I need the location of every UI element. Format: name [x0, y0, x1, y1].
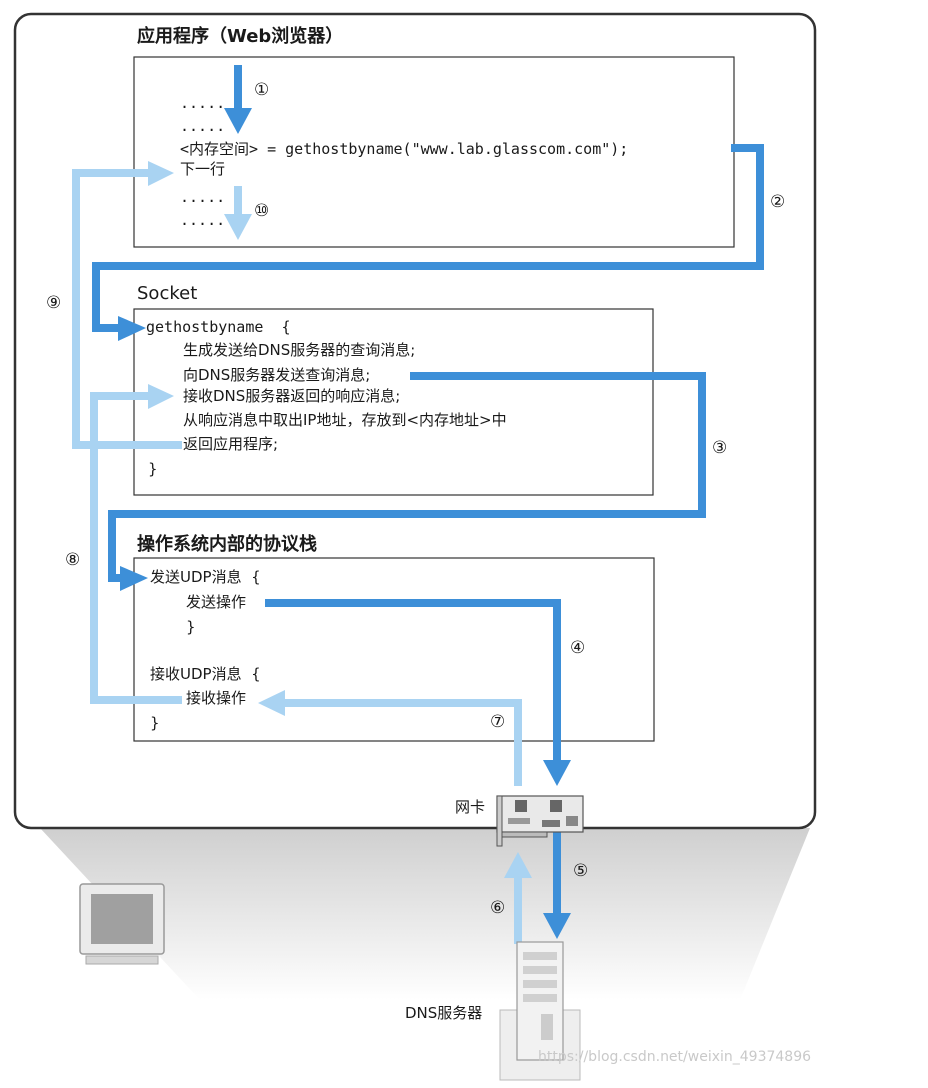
- step-7-label: ⑦: [490, 712, 506, 732]
- app-code-line-1: .....: [180, 94, 226, 112]
- socket-func-header: gethostbyname {: [146, 318, 291, 336]
- socket-step-build: 生成发送给DNS服务器的查询消息;: [183, 341, 416, 359]
- socket-box: [133, 308, 654, 496]
- arrow-4-head: [543, 760, 571, 786]
- nic-label: 网卡: [455, 798, 486, 816]
- dns-server-label: DNS服务器: [405, 1004, 483, 1022]
- arrow-6-head: [504, 852, 532, 878]
- arrow-8: [90, 392, 182, 704]
- app-code-line-2: .....: [180, 117, 226, 135]
- arrow-5-head: [543, 913, 571, 939]
- arrow-1-head: [224, 108, 252, 134]
- step-10-label: ⑩: [254, 201, 270, 221]
- step-4-label: ④: [570, 638, 586, 658]
- socket-title: Socket: [137, 283, 198, 304]
- stack-recv-operation: 接收操作: [186, 689, 247, 707]
- step-2-label: ②: [770, 192, 786, 212]
- app-next-line: 下一行: [180, 160, 226, 178]
- socket-step-extract: 从响应消息中取出IP地址，存放到<内存地址>中: [183, 411, 507, 429]
- arrow-2-head: [118, 316, 146, 341]
- stack-recv-header: 接收UDP消息 {: [150, 665, 261, 683]
- app-title: 应用程序（Web浏览器）: [137, 26, 344, 47]
- arrow-9: [72, 169, 182, 449]
- step-9-label: ⑨: [46, 293, 62, 313]
- step-8-label: ⑧: [65, 550, 81, 570]
- dns-server-icon: [499, 941, 581, 1081]
- arrow-8-head: [148, 384, 174, 409]
- socket-step-send: 向DNS服务器发送查询消息;: [183, 366, 371, 384]
- socket-step-receive: 接收DNS服务器返回的响应消息;: [183, 387, 401, 405]
- client-computer-icon: [79, 883, 165, 965]
- watermark-text: https://blog.csdn.net/weixin_49374896: [538, 1049, 812, 1065]
- socket-close-brace: }: [148, 460, 158, 478]
- app-code-line-4: .....: [180, 188, 226, 206]
- socket-step-return: 返回应用程序;: [183, 435, 279, 453]
- step-5-label: ⑤: [573, 861, 589, 881]
- step-1-label: ①: [254, 80, 270, 100]
- stack-send-header: 发送UDP消息 {: [150, 568, 261, 586]
- stack-recv-close: }: [150, 714, 160, 732]
- stack-title: 操作系统内部的协议栈: [137, 534, 317, 555]
- app-call-line: <内存空间> = gethostbyname("www.lab.glasscom…: [180, 140, 629, 158]
- step-3-label: ③: [712, 438, 728, 458]
- stack-box: [133, 557, 655, 742]
- arrow-2: [92, 144, 764, 332]
- arrow-7-head: [258, 690, 285, 716]
- arrow-9-head: [148, 161, 174, 186]
- stack-send-close: }: [186, 618, 196, 636]
- stack-send-operation: 发送操作: [186, 593, 247, 611]
- app-code-line-5: .....: [180, 211, 226, 229]
- arrow-3-head: [120, 566, 148, 591]
- network-card-icon: [496, 795, 584, 847]
- arrow-7: [282, 699, 522, 786]
- arrow-4: [265, 599, 561, 764]
- arrow-3: [108, 372, 706, 582]
- frame-shadow: [40, 828, 810, 1000]
- step-6-label: ⑥: [490, 898, 506, 918]
- arrow-10-head: [224, 214, 252, 240]
